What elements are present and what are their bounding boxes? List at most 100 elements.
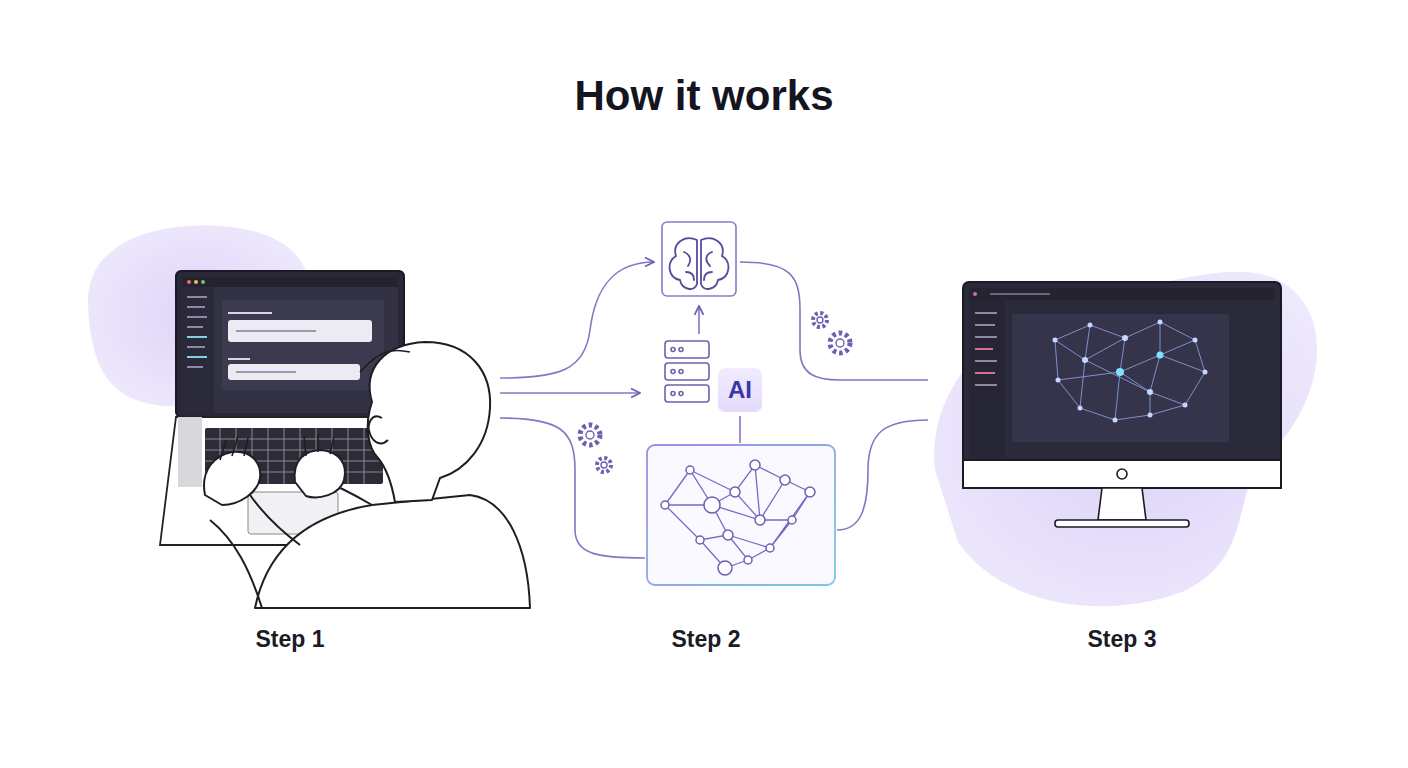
neural-network-part	[661, 460, 815, 575]
monitor-part-part	[1203, 370, 1208, 375]
monitor-part	[975, 372, 995, 374]
laptop-part	[194, 280, 198, 284]
neural-network-part	[647, 445, 835, 585]
laptop-part	[187, 366, 203, 368]
backdrop-blob	[934, 272, 1317, 606]
monitor-part	[975, 348, 993, 350]
monitor-part	[973, 292, 977, 296]
flow-line-part	[500, 418, 645, 558]
monitor-part	[975, 384, 997, 386]
neural-network-part-part	[700, 465, 810, 568]
laptop-part	[178, 417, 202, 487]
brain-icon-part	[670, 238, 729, 289]
laptop-part	[187, 306, 205, 308]
server-icon-part	[679, 348, 683, 352]
monitor-part	[975, 360, 997, 362]
monitor-part	[963, 282, 1281, 488]
server-icon-part	[679, 392, 683, 396]
laptop-part	[187, 356, 207, 358]
laptop-part	[228, 358, 250, 360]
flow-line-part	[739, 416, 741, 443]
monitor-part	[969, 300, 1005, 458]
laptop-part	[187, 326, 203, 328]
step-panel: Step 3	[928, 250, 1308, 660]
gear-icon-part	[580, 425, 600, 445]
monitor-part	[975, 324, 995, 326]
laptop-part	[187, 280, 191, 284]
person-part	[220, 434, 334, 460]
brain-icon-part-part	[684, 252, 712, 280]
badge-text: AI	[728, 376, 752, 404]
server-icon-part	[671, 392, 675, 396]
person-part	[369, 416, 388, 443]
monitor-part	[1098, 488, 1146, 520]
monitor-part	[1055, 322, 1205, 420]
monitor-part-part	[1113, 418, 1118, 423]
monitor-part-part	[1193, 338, 1198, 343]
laptop-part	[222, 300, 384, 355]
flow-connector	[500, 392, 640, 394]
person-part	[255, 495, 530, 608]
flow-line-part	[740, 262, 840, 380]
person	[204, 342, 530, 608]
laptop-part	[187, 316, 207, 318]
monitor-part-part	[1116, 368, 1124, 376]
laptop-part	[228, 312, 272, 314]
gear-icon-part	[597, 458, 611, 472]
laptop-part	[228, 364, 360, 380]
monitor-part	[990, 293, 1050, 295]
gear-icon-part	[586, 431, 594, 439]
monitor-part	[1055, 520, 1189, 527]
monitor-part	[1012, 314, 1229, 442]
brain-icon-part-part	[670, 238, 697, 289]
neural-network-part-part	[805, 487, 815, 497]
monitor-part-part	[1157, 352, 1164, 359]
gear-icon-part	[836, 339, 844, 347]
flow-line-part	[500, 262, 654, 378]
monitor-part-part	[1055, 322, 1205, 420]
page-title: How it works	[0, 72, 1408, 120]
laptop-part	[222, 350, 384, 390]
laptop-part	[236, 371, 296, 373]
neural-network-part-part	[686, 466, 694, 474]
monitor-part	[1117, 469, 1127, 479]
brain-icon-part	[662, 222, 736, 296]
laptop-part	[187, 336, 207, 338]
ai-badge: AI	[718, 368, 762, 412]
flow-line-part	[837, 420, 928, 530]
step-label: Step 3	[1087, 626, 1156, 653]
neural-network-part-part	[661, 501, 669, 509]
laptop-part	[182, 277, 398, 413]
server-icon	[665, 341, 709, 402]
neural-network-part-part	[750, 460, 760, 470]
monitor-part	[963, 460, 1281, 488]
gear-icon-part	[601, 462, 607, 468]
person-part	[295, 450, 345, 497]
step-panel: Step 1	[150, 215, 500, 660]
gear-icon-part	[830, 333, 850, 353]
server-icon-part	[665, 341, 709, 358]
monitor-part-part	[1056, 378, 1061, 383]
person-part	[368, 342, 490, 502]
neural-network-part-part	[723, 530, 733, 540]
person-part	[210, 520, 262, 608]
laptop-part	[228, 320, 372, 342]
neural-network-part-part	[665, 465, 810, 540]
neural-network	[647, 445, 835, 585]
laptop-part	[182, 277, 398, 287]
neural-network-part-part	[755, 515, 765, 525]
person-part	[204, 452, 260, 505]
server-icon-part	[665, 363, 709, 380]
laptop-part	[236, 330, 316, 332]
monitor-part	[975, 336, 997, 338]
neural-network-part-part	[788, 516, 796, 524]
monitor-part-part	[1158, 320, 1163, 325]
person-part	[360, 350, 410, 372]
step-label: Step 2	[671, 626, 740, 653]
brain-icon	[662, 222, 736, 296]
monitor-part	[969, 288, 1275, 300]
laptop-part	[201, 280, 205, 284]
neural-network-part-part	[766, 544, 774, 552]
server-icon-part	[679, 370, 683, 374]
gear-icon-part	[813, 313, 827, 327]
